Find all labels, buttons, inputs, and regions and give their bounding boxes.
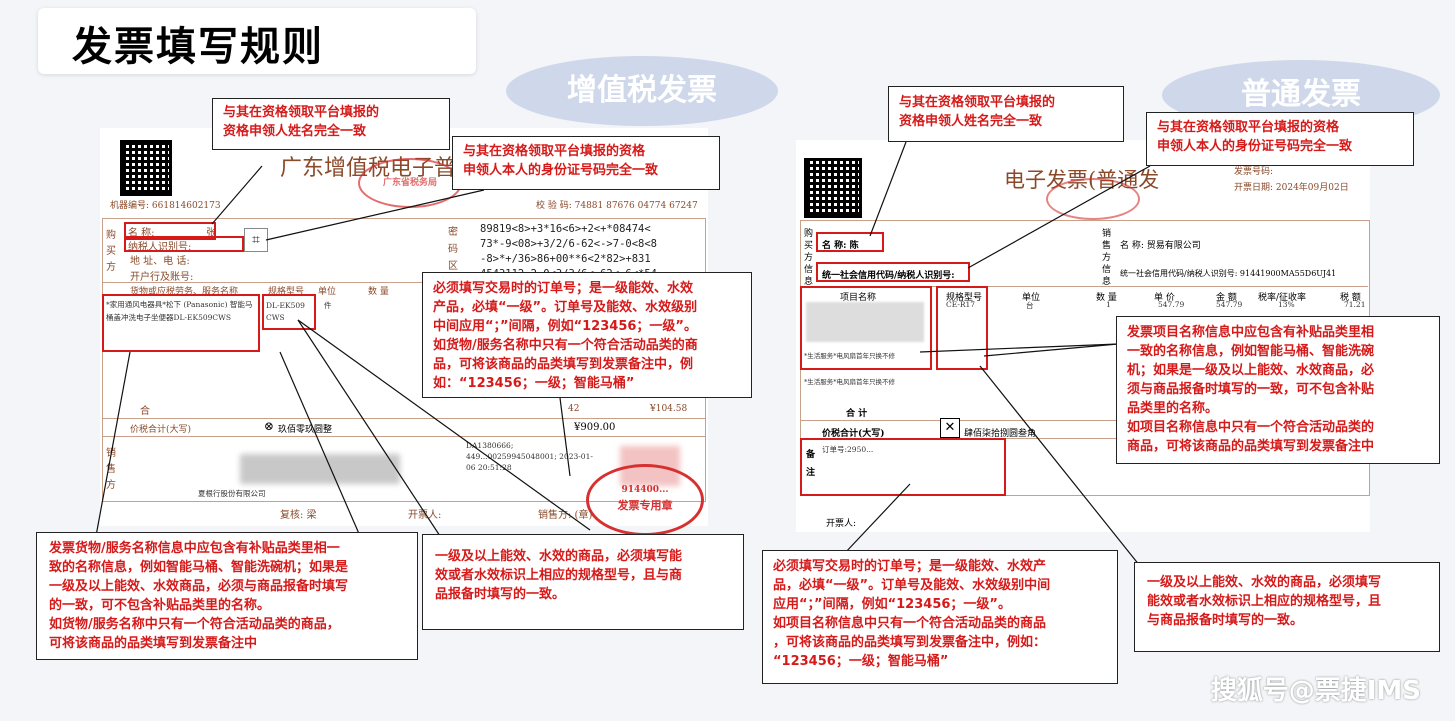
callout-order-number: 必须填写交易时的订单号；是一级能效、水效 产品，必填“一级”。订单号及能效、水效… [422, 272, 752, 398]
issuer: 开票人: [408, 510, 442, 521]
spec-value: DL-EK509CWS [266, 301, 305, 322]
qty-header: 数 量 [368, 287, 389, 297]
buyer-name-highlight [124, 222, 216, 240]
issuer: 开票人: [826, 519, 857, 529]
col-amount: 金 额 [1216, 293, 1237, 303]
seller-stamp-label: 销售方: (章) [538, 510, 593, 521]
callout-buyer-name: 与其在资格领取平台填报的 资格申领人姓名完全一致 [212, 98, 450, 150]
remark-value: DA1380666; 449...00259945048001; 2023-01… [466, 441, 593, 472]
col-tax: 税 额 [1340, 293, 1361, 303]
seller-name: 夏根行股份有限公司 [198, 489, 266, 498]
bank-label: 开户行及账号: [130, 272, 194, 283]
cipher-area: 89819<8>+3*16<6>+2<+*08474< 73*-9<08>+3/… [480, 223, 658, 280]
taxpayer-id-highlight [124, 236, 244, 252]
item-name-highlight [800, 286, 932, 370]
row-tax: 71.21 [1344, 300, 1366, 309]
total-big-value: 玖佰零玖圆整 [278, 425, 333, 435]
goods-value: *家用通风电器具*松下 (Panasonic) 智能马桶盖冲洗电子坐便器DL-E… [106, 300, 253, 322]
callout-item-name: 发票项目名称信息中应包含有补贴品类里相 一致的名称信息，例如智能马桶、智能洗碗 … [1116, 316, 1440, 464]
scan-icon[interactable]: ⌗ [244, 228, 268, 252]
cross-icon: ⊗ [264, 419, 275, 433]
service-line: *生活服务*电风扇首年只换不修 [804, 352, 895, 360]
seller-info-redacted [240, 454, 400, 484]
qr-code-icon [120, 140, 172, 196]
callout-buyer-id: 与其在资格领取平台填报的资格 申领人本人的身份证号码完全一致 [1146, 112, 1414, 166]
buyer-id-highlight [816, 262, 970, 282]
unit-value: 件 [324, 301, 332, 310]
total-big-label: 价税合计(大写) [822, 429, 885, 439]
callout-spec-model: 一级及以上能效、水效的商品，必须填写 能效或者水效标识上相应的规格型号，且 与商… [1134, 562, 1440, 652]
row-unit: 台 [1026, 301, 1034, 310]
buyer-name-label: 名 称: [128, 228, 155, 239]
tax-amount: 42 [568, 404, 580, 414]
col-spec: 规格型号 [946, 293, 983, 303]
col-item: 项目名称 [840, 293, 877, 303]
goods-name-highlight [102, 294, 260, 352]
buyer-name-value: 张 [206, 228, 216, 239]
page-title: 发票填写规则 [72, 24, 324, 70]
machine-number: 机器编号: 661814602173 [110, 201, 221, 211]
spec-header: 规格型号 [268, 287, 305, 297]
item-lines-redacted [806, 302, 924, 342]
service-line-2: *生活服务*电风扇首年只换不修 [804, 378, 895, 386]
header-stamp [1046, 178, 1140, 220]
seller-side-label: 销售方 [106, 448, 116, 491]
invoice-number: 发票号码: [1234, 167, 1274, 177]
remark-highlight [800, 438, 1006, 496]
row-spec: CE-R17 [946, 300, 976, 309]
seller-side-label: 销售方信息 [1102, 229, 1112, 287]
amount: ¥104.58 [650, 404, 688, 414]
col-unit: 单位 [1022, 293, 1041, 303]
spec-highlight [262, 294, 316, 330]
seller-stamp: 914400... 发票专用章 [586, 464, 704, 536]
buyer-side-label: 购买方 [106, 230, 116, 273]
row-rate: 13% [1278, 300, 1295, 309]
watermark: 搜狐号@票捷IMS [1210, 676, 1421, 706]
seller-divider [102, 436, 706, 437]
title-card [38, 8, 476, 74]
remark-value: 订单号:2950... [822, 445, 874, 454]
spec-highlight [936, 286, 988, 370]
buyer-id: 统一社会信用代码/纳税人识别号: [822, 271, 955, 281]
callout-order-number: 必须填写交易时的订单号；是一级能效、水效产 品，必填“一级”。订单号及能效、水效… [762, 550, 1118, 684]
col-rate: 税率/征收率 [1258, 293, 1307, 303]
header-stamp: 广东省税务局 [358, 158, 462, 208]
callout-goods-name: 发票货物/服务名称信息中应包含有补贴品类里相一 致的名称信息，例如智能马桶、智能… [36, 532, 418, 660]
callout-spec-model: 一级及以上能效、水效的商品，必须填写能 效或者水效标识上相应的规格型号，且与商 … [422, 534, 744, 630]
buyer-side-label: 购买方信息 [804, 229, 814, 287]
stamp-number: 914400... [621, 485, 669, 495]
remark-label: 备注 [806, 450, 816, 478]
total-label: 合 计 [846, 409, 868, 419]
callout-buyer-id: 与其在资格领取平台填报的资格 申领人本人的身份证号码完全一致 [452, 136, 720, 190]
stamp-text: 发票专用章 [617, 499, 673, 512]
vat-invoice-label: 增值税发票 [506, 56, 778, 126]
seller-id: 统一社会信用代码/纳税人识别号: 91441900MA55D6UJ41 [1120, 269, 1337, 278]
total-small-value: ¥909.00 [574, 422, 616, 433]
seller-name: 名 称: 贸易有限公司 [1120, 241, 1201, 251]
callout-buyer-name: 与其在资格领取平台填报的 资格申领人姓名完全一致 [888, 86, 1124, 142]
total-label: 合 [140, 406, 150, 417]
buyer-name-highlight [816, 232, 884, 252]
cipher-side-label: 密码区 [448, 227, 458, 272]
unit-header: 单位 [318, 287, 337, 297]
row-amount: 547.79 [1216, 300, 1243, 309]
close-icon: ✕ [940, 418, 960, 438]
goods-header: 货物或应税劳务、服务名称 [130, 287, 239, 297]
invoice-date: 开票日期: 2024年09月02日 [1234, 183, 1349, 193]
buyer-name: 名 称: 陈 [822, 241, 859, 251]
goods-divider [102, 282, 706, 283]
qr-code-icon [804, 158, 862, 218]
address-label: 地 址、电 话: [130, 256, 190, 267]
total-divider [102, 418, 706, 419]
col-price: 单 价 [1154, 293, 1175, 303]
items-divider [800, 286, 1368, 287]
col-qty: 数 量 [1096, 293, 1117, 303]
row-price: 547.79 [1158, 300, 1185, 309]
total-big-label: 价税合计(大写) [130, 425, 192, 435]
check-code: 校 验 码: 74881 87676 04774 67247 [536, 201, 698, 211]
taxpayer-id-label: 纳税人识别号: [128, 242, 192, 253]
reviewer: 复核: 梁 [280, 510, 317, 521]
row-qty: 1 [1106, 300, 1111, 309]
